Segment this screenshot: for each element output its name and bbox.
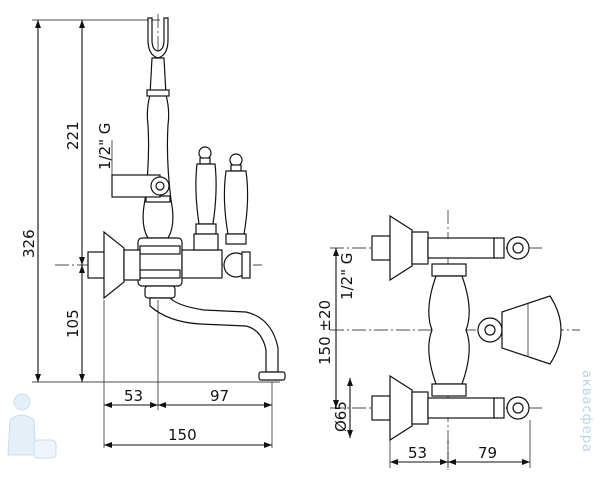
dim-thread-right: 1/2" G (338, 253, 356, 300)
dim-upper-height: 221 (64, 121, 82, 150)
watermark: аквасфера (574, 370, 594, 475)
dim-side-left: 53 (408, 444, 427, 462)
dim-total-width: 150 (168, 426, 197, 444)
dim-diameter: Ø65 (332, 401, 350, 432)
dim-side-right: 79 (478, 444, 497, 462)
dim-right-offset: 97 (210, 387, 229, 405)
dim-thread-left: 1/2" G (96, 123, 114, 170)
dim-center-distance: 150 ±20 (316, 300, 334, 365)
right-handle (223, 153, 249, 245)
front-view: 326 221 105 1/2" G 53 97 150 (20, 14, 286, 448)
dim-left-offset: 53 (124, 387, 143, 405)
dim-total-height: 326 (20, 229, 38, 258)
dim-lower-height: 105 (64, 309, 82, 338)
plumber-logo-icon (7, 393, 57, 459)
side-view: 150 ±20 1/2" G Ø65 53 79 (316, 210, 580, 470)
left-handle (193, 146, 219, 251)
watermark-text: аквасфера (579, 370, 594, 453)
